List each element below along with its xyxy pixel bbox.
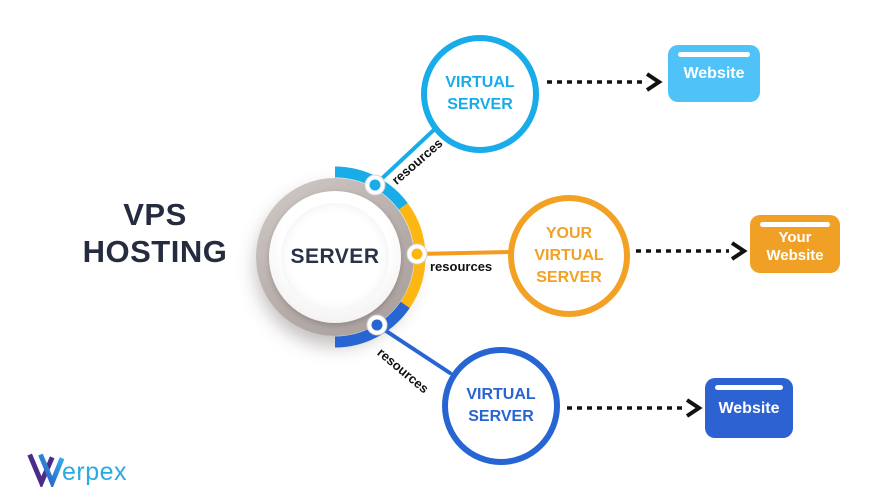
dotted-arrow-middle — [636, 241, 748, 261]
resources-label-middle: resources — [430, 259, 493, 274]
dotted-arrow-top — [547, 72, 663, 92]
your-virtual-server-label-line1: YOUR — [545, 225, 593, 242]
browser-bar-icon — [678, 52, 750, 57]
virtual-server-bottom-label-line1: VIRTUAL — [466, 386, 536, 403]
diagram-title-line2: HOSTING — [82, 234, 228, 269]
your-website-label-line1: Your — [778, 229, 812, 246]
resource-line-middle — [415, 250, 513, 256]
virtual-server-top-label-line1: VIRTUAL — [445, 74, 515, 91]
your-virtual-server-label-line3: SERVER — [536, 269, 602, 286]
your-virtual-server-label-line2: VIRTUAL — [534, 247, 604, 264]
connector-dot-top — [364, 174, 386, 196]
verpex-logo: erpex — [26, 451, 127, 487]
verpex-logo-text: erpex — [62, 458, 128, 486]
virtual-server-bottom-label-line2: SERVER — [468, 408, 534, 425]
resource-line-bottom — [375, 323, 452, 375]
virtual-server-circle-top: VIRTUAL SERVER — [421, 35, 539, 153]
website-box-top-label: Website — [683, 65, 745, 82]
your-website-box-label: Your Website — [750, 229, 840, 265]
diagram-title: VPS HOSTING — [55, 196, 255, 270]
website-box-bottom: Website — [705, 378, 793, 438]
your-website-box: Your Website — [750, 215, 840, 273]
your-website-label-line2: Website — [766, 247, 824, 264]
browser-bar-icon — [760, 222, 830, 227]
website-box-top: Website — [668, 45, 760, 102]
your-virtual-server-circle: YOUR VIRTUAL SERVER — [508, 195, 630, 317]
diagram-title-line1: VPS — [123, 197, 187, 232]
server-hub-label: SERVER — [290, 245, 380, 268]
server-hub: SERVER — [281, 203, 389, 311]
website-box-bottom-label: Website — [718, 400, 780, 417]
dotted-arrow-bottom — [567, 398, 703, 418]
browser-bar-icon — [715, 385, 783, 390]
connector-dot-bottom — [366, 314, 388, 336]
verpex-logo-icon — [27, 453, 64, 487]
connector-dot-middle — [406, 243, 428, 265]
virtual-server-circle-bottom: VIRTUAL SERVER — [442, 347, 560, 465]
virtual-server-top-label-line2: SERVER — [447, 96, 513, 113]
resource-line-top — [373, 124, 440, 187]
